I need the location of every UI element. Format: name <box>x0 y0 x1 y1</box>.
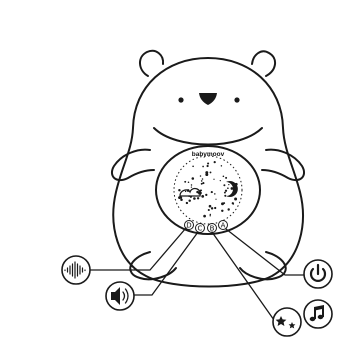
projection-star-dot <box>203 215 206 218</box>
projection-star-dot <box>205 171 208 174</box>
volume-button <box>106 282 134 310</box>
projection-star-dot <box>228 184 229 185</box>
power-button <box>304 260 332 288</box>
left-eye <box>178 97 183 102</box>
projection-star-dot <box>191 184 192 185</box>
projection-star-dot <box>214 193 216 195</box>
projection-star-dot <box>188 199 190 201</box>
projection-star-dot <box>211 191 213 193</box>
projection-star-dot <box>234 198 237 201</box>
projection-star-dot <box>220 180 221 181</box>
projector-belly <box>156 146 260 234</box>
projection-star-dot <box>224 195 226 197</box>
projection-star-dot <box>225 190 227 192</box>
projection-star-dot <box>207 165 209 167</box>
projection-star-dot <box>209 215 210 216</box>
projection-star-dot <box>221 210 223 212</box>
right-arm <box>262 150 304 180</box>
projection-star-dot <box>188 181 190 183</box>
projector-label-c: C <box>196 224 205 233</box>
projection-star-dot <box>213 179 214 180</box>
svg-text:A: A <box>221 222 226 230</box>
projection-star-dot <box>223 184 225 186</box>
right-eye <box>234 97 239 102</box>
projection-star-dot <box>180 198 183 201</box>
svg-text:D: D <box>186 222 191 230</box>
brand-label: babymoov <box>192 151 225 158</box>
bear-nose <box>199 93 217 105</box>
projection-star-dot <box>202 182 204 184</box>
projection-star-dot <box>200 175 202 177</box>
projection-star-dot <box>201 183 203 185</box>
projection-star-dot <box>214 161 216 163</box>
svg-text:B: B <box>210 225 215 233</box>
projection-star-dot <box>186 202 188 204</box>
projection-star-dot <box>232 188 233 189</box>
projector-label-a: A <box>219 221 228 230</box>
projection-star-dot <box>223 202 225 204</box>
projection-star-dot <box>205 194 207 196</box>
right-foot <box>240 252 286 279</box>
projection-star-dot <box>228 208 230 210</box>
projection-star-dot <box>225 177 227 179</box>
projection-star-dot <box>224 192 226 194</box>
projection-star-dot <box>201 180 203 182</box>
projection-star-dot <box>184 181 186 183</box>
projector-label-b: B <box>208 224 217 233</box>
projection-star-dot <box>211 207 213 209</box>
projection-star-dot <box>210 171 212 173</box>
left-arm <box>112 150 154 180</box>
projection-star-dot <box>214 207 216 209</box>
projection-star-dot <box>185 191 186 192</box>
projection-star-dot <box>202 166 204 168</box>
projection-star-dot <box>178 189 180 191</box>
white-noise-button <box>62 256 90 284</box>
projection-star-dot <box>223 175 225 177</box>
projection-star-dot <box>221 165 222 166</box>
projection-star-dot <box>215 199 216 200</box>
head-chin-line <box>154 128 262 145</box>
projection-star-dot <box>192 165 194 167</box>
projection-star-dot <box>232 203 234 205</box>
projection-star-dot <box>178 196 181 199</box>
svg-text:C: C <box>198 225 203 233</box>
projection-star-dot <box>209 205 212 208</box>
projection-star-dot <box>191 186 192 187</box>
projection-star-dot <box>227 187 229 189</box>
projection-star-dot <box>207 162 209 164</box>
leader-line-light <box>212 232 274 320</box>
projection-star-dot <box>210 214 211 215</box>
leader-line-white-noise <box>90 228 186 270</box>
projection-star-dot <box>201 195 204 198</box>
projection-star-dot <box>202 178 204 180</box>
projection-star-dot <box>208 209 210 211</box>
light-button <box>273 308 301 336</box>
projection-star-dot <box>197 197 199 199</box>
projection-star-dot <box>196 191 199 194</box>
projection-star-dot <box>193 197 196 200</box>
projection-star-dot <box>192 177 195 180</box>
music-button <box>304 300 332 328</box>
